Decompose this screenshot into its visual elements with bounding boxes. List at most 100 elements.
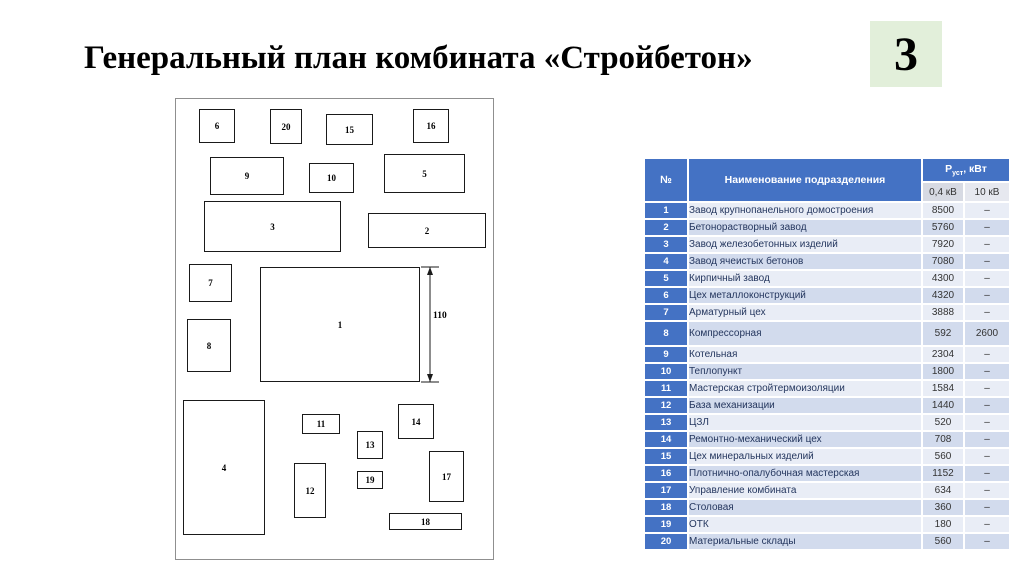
row-name: Ремонтно-механический цех — [687, 430, 923, 449]
row-value-04kv: 5760 — [921, 218, 965, 237]
row-value-04kv: 1440 — [921, 396, 965, 415]
row-name: Цех металлоконструкций — [687, 286, 923, 305]
row-name: Плотнично-опалубочная мастерская — [687, 464, 923, 483]
plan-box-7: 7 — [189, 264, 232, 302]
plan-box-label: 16 — [426, 121, 436, 131]
row-num: 10 — [643, 362, 689, 381]
plan-box-1: 1 — [260, 267, 420, 382]
row-value-04kv: 560 — [921, 447, 965, 466]
row-value-10kv: – — [963, 532, 1011, 551]
row-num: 5 — [643, 269, 689, 288]
plan-box-label: 10 — [327, 173, 336, 183]
row-value-10kv: – — [963, 447, 1011, 466]
row-value-10kv: 2600 — [963, 320, 1011, 347]
row-name: Кирпичный завод — [687, 269, 923, 288]
row-name: Завод крупнопанельного домостроения — [687, 201, 923, 220]
plan-box-19: 19 — [357, 471, 383, 489]
row-value-10kv: – — [963, 464, 1011, 483]
row-num: 14 — [643, 430, 689, 449]
plan-box-5: 5 — [384, 154, 465, 193]
plan-box-11: 11 — [302, 414, 340, 434]
row-num: 15 — [643, 447, 689, 466]
plan-box-label: 6 — [214, 121, 220, 131]
plan-box-label: 8 — [206, 340, 212, 351]
plan-box-8: 8 — [187, 319, 231, 372]
plan-box-2: 2 — [368, 213, 486, 248]
dimension-label: 110 — [433, 311, 447, 321]
plan-box-20: 20 — [270, 109, 302, 144]
power-units: , кВт — [963, 162, 987, 175]
plan-box-label: 4 — [221, 462, 227, 473]
plan-box-label: 1 — [337, 319, 343, 330]
col-header-name: Наименование подразделения — [687, 157, 923, 203]
plan-box-label: 13 — [365, 440, 375, 450]
col-header-num: № — [643, 157, 689, 203]
power-subscript: уст — [952, 170, 964, 178]
row-value-04kv: 180 — [921, 515, 965, 534]
row-value-10kv: – — [963, 413, 1011, 432]
plan-box-14: 14 — [398, 404, 434, 439]
row-value-04kv: 4320 — [921, 286, 965, 305]
row-value-10kv: – — [963, 269, 1011, 288]
row-num: 6 — [643, 286, 689, 305]
row-num: 18 — [643, 498, 689, 517]
plan-box-label: 7 — [208, 278, 213, 288]
plan-box-label: 3 — [270, 221, 275, 232]
row-value-10kv: – — [963, 515, 1011, 534]
row-value-04kv: 7920 — [921, 235, 965, 254]
power-symbol: Р — [945, 162, 953, 175]
row-value-04kv: 1800 — [921, 362, 965, 381]
plan-box-4: 4 — [183, 400, 265, 535]
page-title: Генеральный план комбината «Стройбетон» — [84, 40, 753, 76]
row-name: Бетонорастворный завод — [687, 218, 923, 237]
row-value-04kv: 1584 — [921, 379, 965, 398]
plan-box-label: 2 — [424, 225, 430, 236]
row-value-10kv: – — [963, 286, 1011, 305]
row-name: Завод железобетонных изделий — [687, 235, 923, 254]
plan-box-label: 20 — [281, 121, 291, 132]
page-number: 3 — [894, 27, 918, 81]
row-name: Котельная — [687, 345, 923, 364]
row-value-04kv: 592 — [921, 320, 965, 347]
row-name: Арматурный цех — [687, 303, 923, 322]
row-num: 13 — [643, 413, 689, 432]
col-header-power: Руст, кВт — [921, 157, 1011, 183]
row-value-10kv: – — [963, 252, 1011, 271]
row-num: 8 — [643, 320, 689, 347]
plan-box-label: 14 — [411, 416, 421, 427]
plan-box-label: 15 — [345, 124, 354, 135]
plan-box-label: 17 — [442, 471, 451, 482]
row-value-10kv: – — [963, 498, 1011, 517]
row-name: Теплопункт — [687, 362, 923, 381]
plan-box-label: 12 — [305, 485, 315, 496]
plan-box-label: 9 — [244, 171, 250, 181]
row-value-04kv: 520 — [921, 413, 965, 432]
plan-box-18: 18 — [389, 513, 462, 530]
plan-box-label: 19 — [365, 475, 375, 485]
col-header-04kv: 0,4 кВ — [921, 181, 965, 203]
row-name: Компрессорная — [687, 320, 923, 347]
row-num: 16 — [643, 464, 689, 483]
row-name: Столовая — [687, 498, 923, 517]
plan-box-12: 12 — [294, 463, 326, 518]
row-name: Цех минеральных изделий — [687, 447, 923, 466]
row-value-04kv: 7080 — [921, 252, 965, 271]
row-num: 3 — [643, 235, 689, 254]
row-value-10kv: – — [963, 481, 1011, 500]
plan-box-6: 6 — [199, 109, 235, 143]
row-num: 20 — [643, 532, 689, 551]
row-value-04kv: 708 — [921, 430, 965, 449]
